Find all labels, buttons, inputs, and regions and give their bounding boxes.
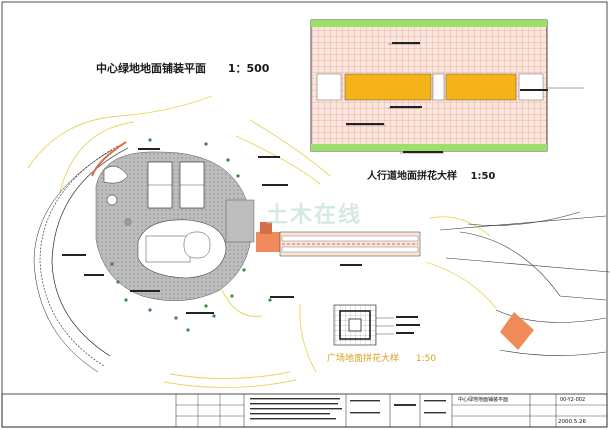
outer-arc (51, 147, 129, 357)
square-detail-title-text: 广场地面拼花大样 (327, 354, 400, 364)
green-band-top (311, 20, 547, 27)
drawing-date: 2000.5.26 (558, 419, 586, 425)
square-detail-title: 广场地面拼花大样 1:50 (327, 351, 436, 364)
sidewalk-strip (279, 231, 421, 257)
drawing-title-label: 中心绿地地面铺装平面 (458, 397, 509, 403)
white-block-mid (432, 73, 445, 101)
roads (27, 95, 497, 388)
yellow-band-right (445, 73, 517, 101)
title-block-fine-print (250, 398, 446, 420)
main-plan-title: 中心绿地地面铺装平面 1：500 (96, 60, 269, 76)
sidewalk-detail-title: 人行道地面拼花大样 1:50 (367, 167, 495, 182)
green-band-bottom (311, 144, 547, 151)
title-block (1, 393, 608, 428)
sidewalk-detail-scale: 1:50 (470, 171, 496, 182)
watermark: 土木在线 (266, 203, 363, 228)
yellow-band-left (344, 73, 432, 101)
intersection-crossing (500, 312, 534, 350)
main-plan-scale: 1：500 (227, 62, 270, 75)
sidewalk-detail-title-text: 人行道地面拼花大样 (367, 171, 457, 182)
sidewalk-paving-detail (310, 19, 584, 154)
square-paving-detail (333, 304, 420, 346)
square-detail-scale: 1:50 (415, 354, 437, 364)
title-block-text: 中心绿地地面铺装平面 00-Y2-002 2000.5.26 (0, 394, 610, 430)
white-block-right (518, 73, 544, 101)
right-roads (439, 211, 610, 356)
main-plan-title-text: 中心绿地地面铺装平面 (96, 62, 206, 75)
white-block-left (316, 73, 342, 101)
drawing-number: 00-Y2-002 (560, 397, 586, 403)
